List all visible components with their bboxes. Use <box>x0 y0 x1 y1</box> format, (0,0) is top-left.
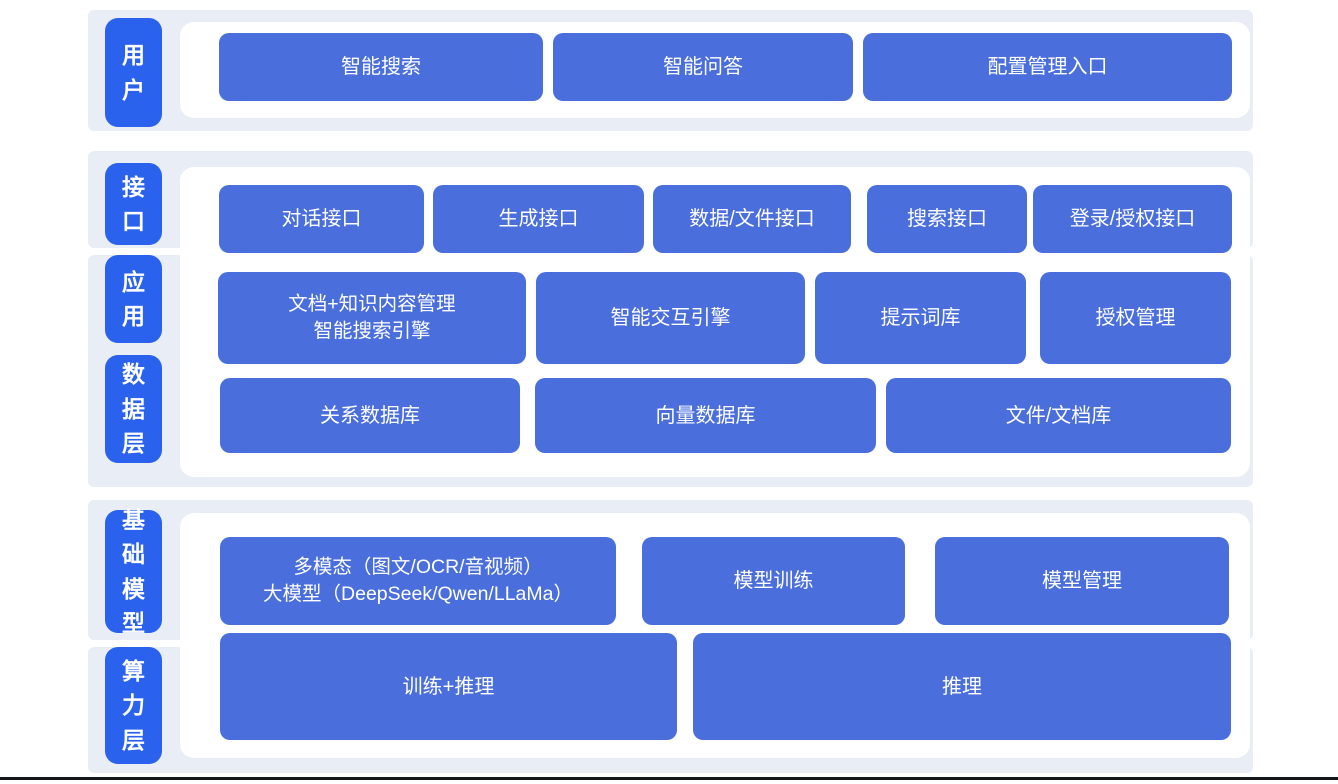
side-label-application-text: 应用 <box>121 268 145 330</box>
box-dialog-api: 对话接口 <box>219 185 424 253</box>
box-generation-api: 生成接口 <box>433 185 644 253</box>
side-label-data-layer: 数据层 <box>105 355 162 463</box>
side-label-foundation-model: 基础模型 <box>105 507 162 636</box>
box-relational-database: 关系数据库 <box>220 378 520 453</box>
side-label-application: 应用 <box>105 255 162 343</box>
box-login-auth-api: 登录/授权接口 <box>1033 185 1232 253</box>
box-authorization-management: 授权管理 <box>1040 272 1231 364</box>
box-config-management-entry: 配置管理入口 <box>863 33 1232 101</box>
box-training-plus-inference: 训练+推理 <box>220 633 677 740</box>
box-model-training: 模型训练 <box>642 537 905 625</box>
side-label-compute-layer: 算力层 <box>105 647 162 764</box>
box-vector-database: 向量数据库 <box>535 378 876 453</box>
box-data-file-api: 数据/文件接口 <box>653 185 851 253</box>
side-label-user-text: 用户 <box>121 42 145 103</box>
side-label-user: 用户 <box>105 18 162 127</box>
box-doc-knowledge-search-engine: 文档+知识内容管理 智能搜索引擎 <box>218 272 526 364</box>
box-file-document-store: 文件/文档库 <box>886 378 1231 453</box>
side-label-compute-layer-text: 算力层 <box>121 657 145 753</box>
box-prompt-library: 提示词库 <box>815 272 1026 364</box>
side-label-data-layer-text: 数据层 <box>121 361 145 457</box>
box-inference: 推理 <box>693 633 1231 740</box>
box-smart-search: 智能搜索 <box>219 33 543 101</box>
side-label-interface: 接口 <box>105 163 162 245</box>
box-smart-qa: 智能问答 <box>553 33 853 101</box>
box-search-api: 搜索接口 <box>867 185 1027 253</box>
box-smart-interaction-engine: 智能交互引擎 <box>536 272 805 364</box>
bottom-border-line <box>0 777 1338 780</box>
side-label-foundation-model-text: 基础模型 <box>121 506 145 637</box>
box-multimodal-large-model: 多模态（图文/OCR/音视频） 大模型（DeepSeek/Qwen/LLaMa） <box>220 537 616 625</box>
side-label-interface-text: 接口 <box>121 173 145 235</box>
box-model-management: 模型管理 <box>935 537 1229 625</box>
